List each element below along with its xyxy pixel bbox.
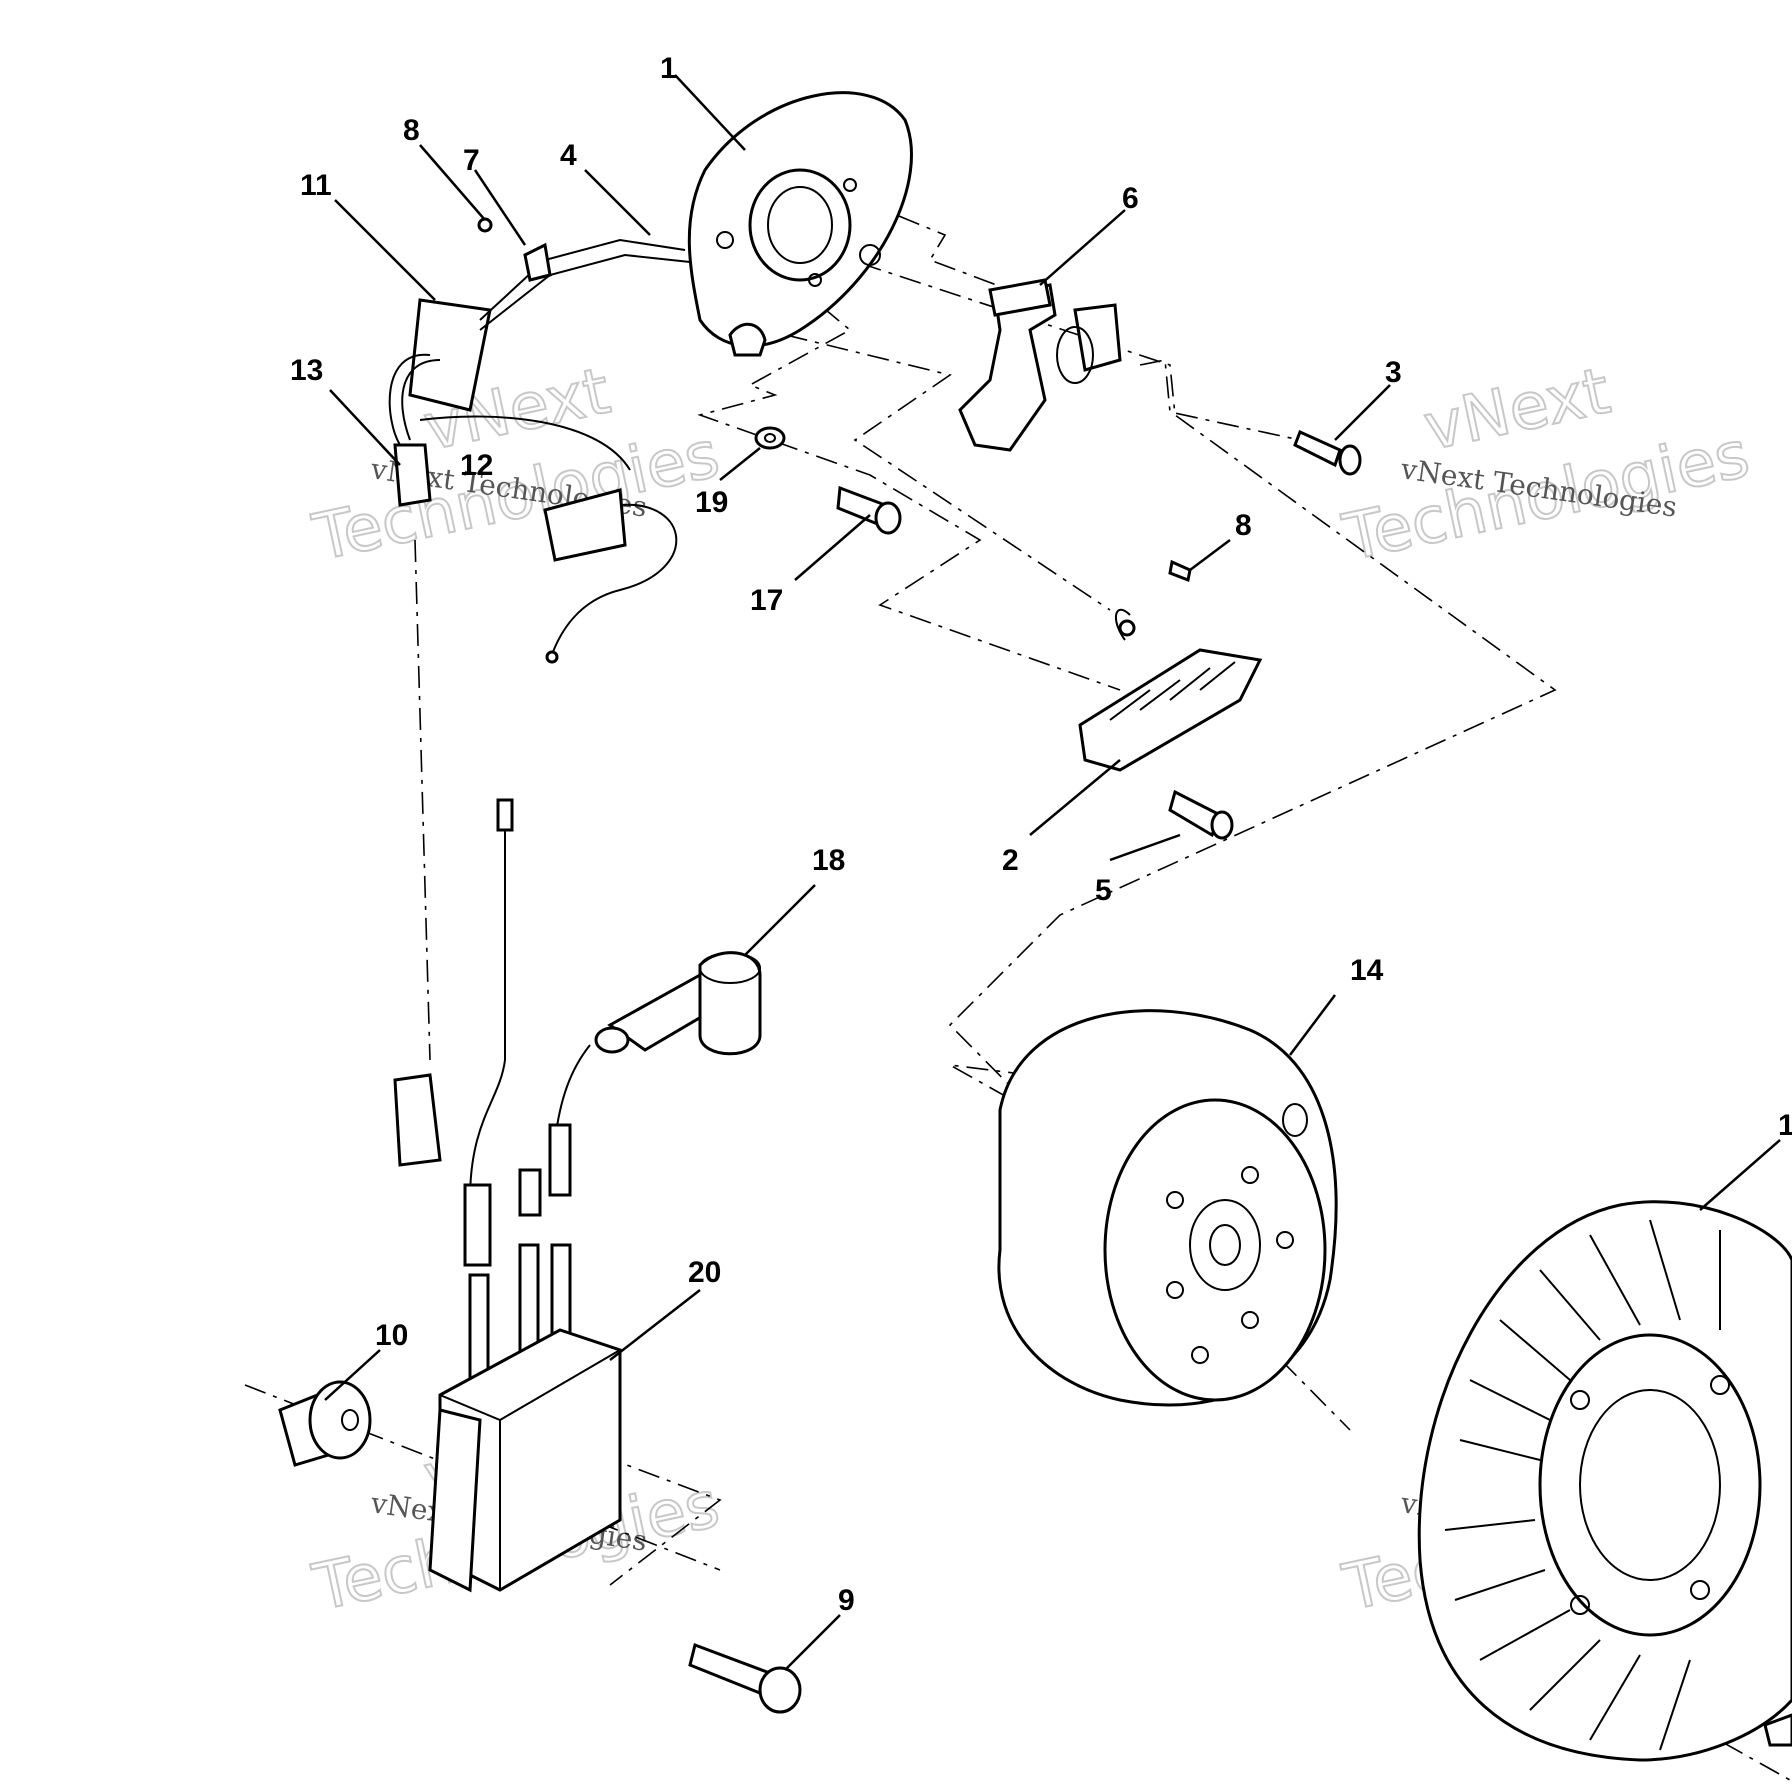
bolt-3 — [1293, 429, 1362, 476]
ignition-coil — [428, 1243, 622, 1593]
callout-14: 14 — [1350, 954, 1384, 987]
watermark-top-left: vNext Technologies vNext Technologies — [306, 353, 727, 576]
svg-text:vNext: vNext — [1418, 354, 1616, 465]
callout-17: 17 — [750, 584, 783, 617]
spacer-10 — [278, 1380, 372, 1467]
pickup-bracket — [958, 278, 1122, 452]
cooling-fan — [1417, 1200, 1792, 1762]
connector-13 — [393, 443, 432, 507]
callout-11: 11 — [300, 169, 332, 202]
callout-5: 5 — [1095, 874, 1112, 907]
callout-7: 7 — [463, 144, 480, 177]
callout-18: 18 — [812, 844, 845, 877]
wire-harness — [388, 217, 691, 471]
callout-4: 4 — [560, 139, 577, 172]
callout-19: 19 — [695, 486, 728, 519]
callout-8-right: 8 — [1235, 509, 1252, 542]
washer-19 — [754, 426, 786, 450]
spark-plug-cap — [594, 951, 762, 1056]
callout-10: 10 — [375, 1319, 408, 1352]
relay-12 — [543, 488, 678, 664]
bolt-9 — [688, 1643, 802, 1714]
assembly-lines — [244, 199, 1791, 1781]
callout-2: 2 — [1002, 844, 1019, 877]
callout-15-cropped: 1 — [1778, 1109, 1792, 1142]
callout-13: 13 — [290, 354, 323, 387]
callout-12: 12 — [460, 449, 493, 482]
callout-20: 20 — [688, 1256, 721, 1289]
callout-3: 3 — [1385, 356, 1402, 389]
screw-5 — [1168, 789, 1234, 840]
callout-8-top: 8 — [403, 114, 420, 147]
pickup-coil — [1078, 608, 1263, 772]
screw-8-right — [1168, 559, 1192, 583]
coil-leads — [393, 798, 591, 1267]
bolt-17 — [836, 485, 902, 535]
stator-plate — [687, 91, 913, 357]
callout-6: 6 — [1122, 182, 1139, 215]
callout-labels: 1 2 3 4 5 6 7 8 8 9 10 11 12 13 14 1 17 … — [290, 52, 1792, 1617]
rotor-flywheel — [997, 1009, 1338, 1407]
callout-1: 1 — [660, 52, 677, 85]
callout-9: 9 — [838, 1584, 855, 1617]
leader-lines — [324, 74, 1781, 1671]
